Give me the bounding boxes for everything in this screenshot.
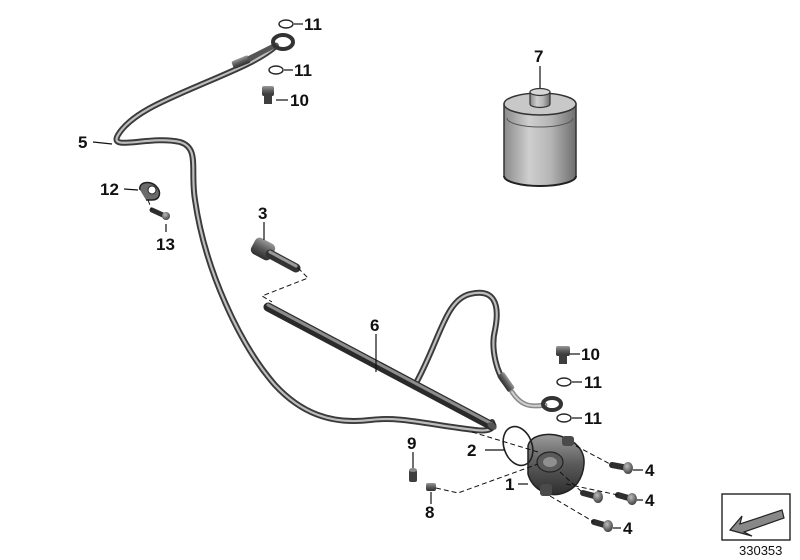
label-6: 6 [370, 316, 379, 335]
bleed-screw-9 [409, 468, 417, 482]
label-2: 2 [467, 441, 476, 460]
label-10-a: 10 [290, 91, 309, 110]
label-11-c: 11 [584, 373, 602, 392]
clip-12 [139, 181, 161, 201]
canister-7 [503, 87, 577, 187]
label-11-d: 11 [584, 409, 602, 428]
label-13: 13 [156, 235, 175, 254]
label-9: 9 [407, 434, 416, 453]
banjo-fitting-bottom [541, 396, 563, 412]
washer-11-c [556, 377, 572, 387]
banjo-bolt-10-top [262, 86, 274, 104]
banjo-fitting-top [271, 33, 295, 51]
washer-11-a [278, 19, 294, 29]
bolt-4-c [591, 519, 613, 532]
label-5: 5 [78, 133, 87, 152]
rod-6 [263, 302, 497, 431]
brake-hose-5 [113, 33, 496, 434]
washer-11-b [268, 65, 284, 75]
label-1: 1 [505, 475, 514, 494]
o-ring-2 [502, 425, 534, 467]
arrow-icon [728, 509, 785, 537]
label-4-b: 4 [645, 491, 655, 510]
diagram-logo-box [721, 493, 791, 541]
label-10-b: 10 [581, 345, 600, 364]
bleed-nipple-8 [426, 483, 436, 491]
bolt-4-b [580, 490, 637, 505]
leader-3-to-6 [260, 267, 309, 303]
banjo-bolt-10-bottom [556, 346, 570, 364]
label-11-a: 11 [304, 15, 322, 34]
caliper-1 [527, 433, 585, 496]
label-12: 12 [100, 180, 119, 199]
label-4-c: 4 [623, 519, 633, 538]
label-3: 3 [258, 204, 267, 223]
bolt-4-a [609, 462, 633, 474]
label-11-b: 11 [294, 61, 312, 80]
label-8: 8 [425, 503, 434, 522]
diagram-code: 330353 [739, 543, 782, 558]
brake-hose-right [412, 289, 563, 412]
pin-3 [250, 237, 301, 273]
screw-13 [149, 207, 170, 220]
label-7: 7 [534, 47, 543, 66]
washer-11-d [556, 413, 572, 423]
label-4-a: 4 [645, 461, 655, 480]
